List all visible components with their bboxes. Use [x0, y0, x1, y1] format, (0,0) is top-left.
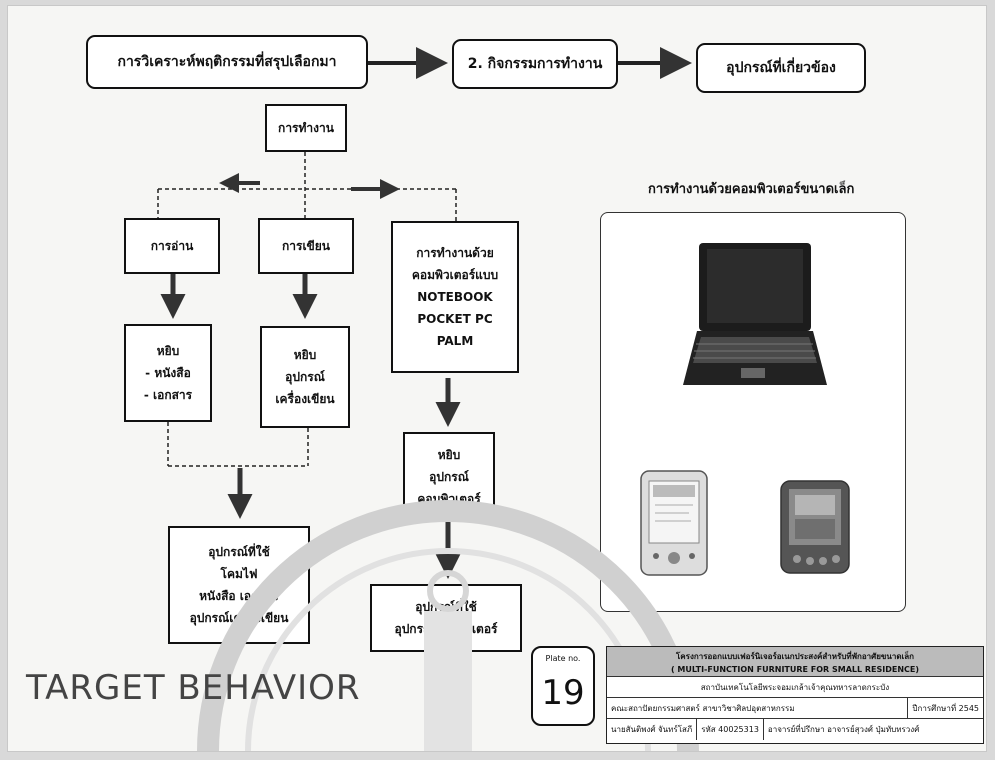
node-pick-books: หยิบ - หนังสือ - เอกสาร: [124, 324, 212, 422]
node-computer-work: การทำงานด้วย คอมพิวเตอร์แบบ NOTEBOOK POC…: [391, 221, 519, 373]
node-pick-books-line: - หนังสือ: [145, 366, 191, 380]
node-pick-computer-line: หยิบ: [437, 448, 461, 462]
node-pick-stationery-line: เครื่องเขียน: [275, 392, 335, 406]
title-block-row: คณะสถาปัตยกรรมศาสตร์ สาขาวิชาศิลปอุตสาหก…: [607, 698, 983, 719]
title-block: โครงการออกแบบเฟอร์นิเจอร์อเนกประสงค์สำหร…: [606, 646, 984, 744]
node-computer-line: การทำงานด้วย: [416, 246, 494, 260]
node-pick-books-line: หยิบ: [156, 344, 180, 358]
node-computer-line: คอมพิวเตอร์แบบ: [411, 268, 499, 282]
node-pick-stationery-line: หยิบ: [293, 348, 317, 362]
photo-caption: การทำงานด้วยคอมพิวเตอร์ขนาดเล็ก: [648, 182, 855, 197]
node-writing-label: การเขียน: [282, 239, 330, 253]
plate-number: 19: [541, 673, 585, 713]
step-analysis-label: การวิเคราะห์พฤติกรรมที่สรุปเลือกมา: [117, 54, 337, 70]
plate-label: Plate no.: [545, 654, 581, 663]
node-pick-books-line: - เอกสาร: [143, 388, 193, 402]
academic-year: ปีการศึกษาที่ 2545: [907, 698, 983, 718]
device-photo-panel: [600, 212, 906, 612]
advisor-name: อาจารย์ที่ปรึกษา อาจารย์สุวงศ์ ปุ่มทับทร…: [762, 719, 923, 740]
node-work: การทำงาน: [265, 104, 347, 152]
node-computer-line: POCKET PC: [417, 312, 493, 326]
node-equipment-used-line: อุปกรณ์ที่ใช้: [208, 545, 270, 559]
step-related-equipment-label: อุปกรณ์ที่เกี่ยวข้อง: [726, 60, 836, 76]
node-pick-stationery: หยิบ อุปกรณ์ เครื่องเขียน: [260, 326, 350, 428]
node-reading-label: การอ่าน: [150, 239, 194, 253]
student-id: รหัส 40025313: [696, 719, 763, 740]
node-writing: การเขียน: [258, 218, 354, 274]
faculty-name: คณะสถาปัตยกรรมศาสตร์ สาขาวิชาศิลปอุตสาหก…: [611, 703, 795, 713]
drawing-sheet: การวิเคราะห์พฤติกรรมที่สรุปเลือกมา 2. กิ…: [8, 6, 986, 751]
step-analysis-box: การวิเคราะห์พฤติกรรมที่สรุปเลือกมา: [86, 35, 368, 89]
step-work-activity-label: 2. กิจกรรมการทำงาน: [467, 56, 603, 72]
title-block-row: นายสันติพงศ์ จันทร์โสภี รหัส 40025313 อา…: [607, 719, 983, 740]
laptop-icon: [683, 243, 827, 385]
node-pick-computer-line: อุปกรณ์: [429, 470, 469, 484]
palm-icon: [780, 480, 850, 574]
node-computer-line: NOTEBOOK: [417, 290, 493, 304]
node-reading: การอ่าน: [124, 218, 220, 274]
title-block-row: สถาบันเทคโนโลยีพระจอมเกล้าเจ้าคุณทหารลาด…: [607, 677, 983, 698]
device-illustrations: [640, 243, 850, 576]
section-title: TARGET BEHAVIOR: [26, 668, 361, 708]
institute-name: สถาบันเทคโนโลยีพระจอมเกล้าเจ้าคุณทหารลาด…: [700, 682, 890, 692]
node-pick-stationery-line: อุปกรณ์: [285, 370, 325, 384]
node-equipment-used-line: โคมไฟ: [220, 567, 258, 581]
step-work-activity-box: 2. กิจกรรมการทำงาน: [452, 39, 618, 89]
student-name: นายสันติพงศ์ จันทร์โสภี: [611, 725, 693, 734]
node-work-label: การทำงาน: [278, 121, 334, 135]
pocket-pc-icon: [640, 470, 708, 576]
project-title-english: ( MULTI-FUNCTION FURNITURE FOR SMALL RES…: [670, 665, 920, 674]
project-title-thai: โครงการออกแบบเฟอร์นิเจอร์อเนกประสงค์สำหร…: [676, 652, 914, 661]
step-related-equipment-box: อุปกรณ์ที่เกี่ยวข้อง: [696, 43, 866, 93]
plate-number-box: Plate no. 19: [531, 646, 595, 726]
node-computer-line: PALM: [436, 334, 474, 348]
flow-connectors: [157, 47, 692, 579]
title-block-header: โครงการออกแบบเฟอร์นิเจอร์อเนกประสงค์สำหร…: [607, 647, 983, 677]
